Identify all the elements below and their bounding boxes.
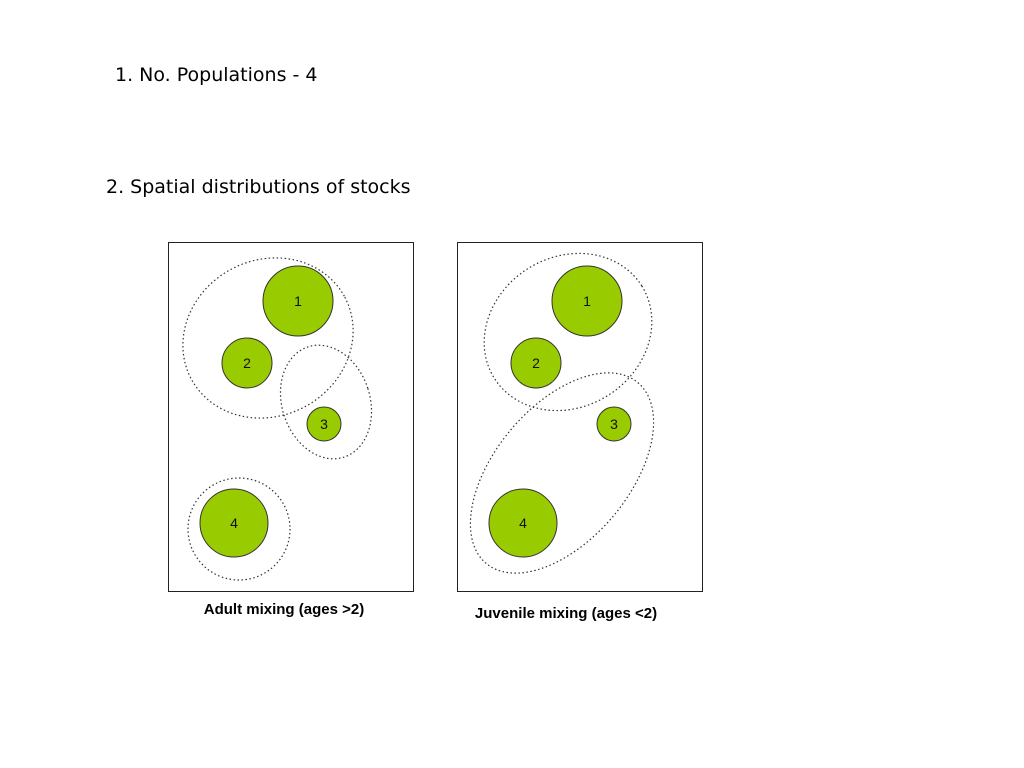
juvenile-mixing-diagram: 1 2 3 4 (469, 252, 655, 574)
stock-label-4: 4 (519, 515, 527, 531)
point-number-of-populations: 1. No. Populations - 4 (115, 64, 318, 86)
stock-circle-2 (221, 337, 273, 389)
stock-circle-4 (199, 488, 269, 558)
mixing-zone-stock-3 (279, 344, 373, 460)
mixing-zone-stocks-3-4 (469, 372, 655, 574)
stock-label-1: 1 (294, 293, 302, 309)
stock-circle-3 (306, 406, 342, 442)
point-spatial-distributions: 2. Spatial distributions of stocks (106, 176, 411, 198)
stock-circle-2 (510, 337, 562, 389)
stock-circle-4 (488, 488, 558, 558)
mixing-zone-stocks-1-2 (182, 257, 354, 419)
adult-mixing-diagram: 1 2 3 4 (182, 257, 373, 581)
stock-label-3: 3 (610, 416, 618, 432)
stock-circle-1 (551, 265, 623, 337)
stock-circle-3 (596, 406, 632, 442)
stock-circle-1 (262, 265, 334, 337)
mixing-zone-stock-4 (187, 477, 291, 581)
adult-mixing-caption: Adult mixing (ages >2) (203, 601, 365, 618)
juvenile-mixing-panel: 1 2 3 4 (457, 242, 703, 592)
stock-label-2: 2 (243, 355, 251, 371)
stock-label-4: 4 (230, 515, 238, 531)
mixing-zone-stocks-1-2 (483, 252, 653, 412)
stock-label-2: 2 (532, 355, 540, 371)
adult-mixing-panel: 1 2 3 4 (168, 242, 414, 592)
stock-label-1: 1 (583, 293, 591, 309)
juvenile-mixing-caption: Juvenile mixing (ages <2) (474, 605, 658, 622)
stock-label-3: 3 (320, 416, 328, 432)
